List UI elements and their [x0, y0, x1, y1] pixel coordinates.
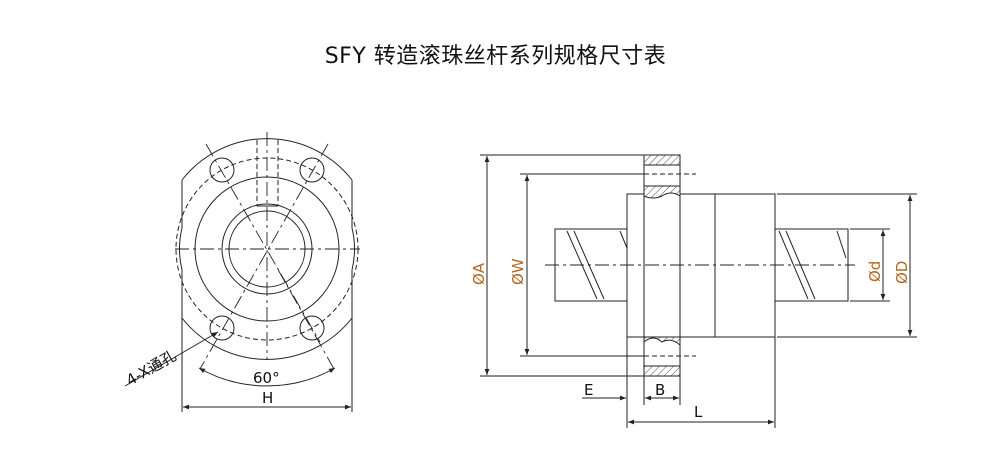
bolt-hole [299, 157, 325, 183]
bolt-hole [209, 315, 235, 341]
length-label-l: L [694, 403, 703, 421]
hole-label: 4-X通孔 [123, 347, 179, 390]
width-label-h: H [262, 389, 273, 407]
nut-body [626, 193, 776, 338]
bolt-hole [299, 315, 325, 341]
flange-thickness-label-b: B [655, 381, 665, 399]
bolt-circle-label: ØW [509, 258, 527, 285]
angle-label: 60° [253, 369, 280, 387]
nut-diameter-label: ØD [893, 261, 911, 284]
front-view [124, 132, 360, 412]
offset-label-e: E [584, 381, 593, 399]
screw-diameter-label: Ød [866, 261, 884, 282]
page-title: SFY 转造滚珠丝杆系列规格尺寸表 [324, 44, 667, 69]
side-view [480, 154, 917, 428]
flange-diameter-label: ØA [470, 262, 488, 285]
bolt-hole [209, 157, 235, 183]
